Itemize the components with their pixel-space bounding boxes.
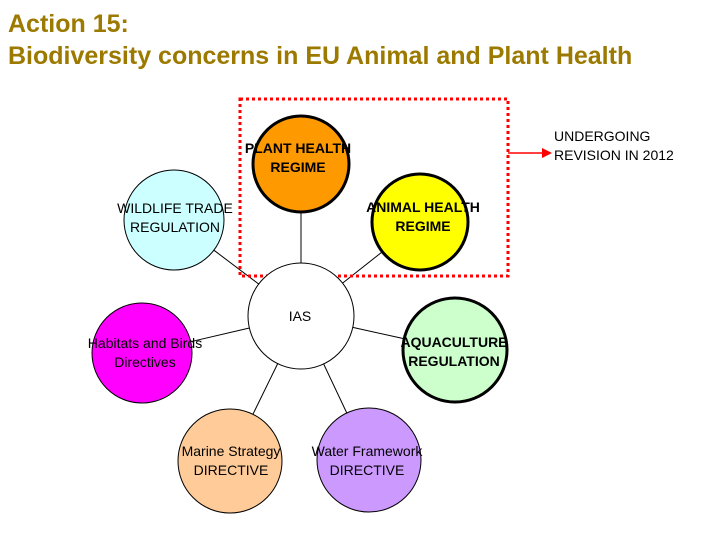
connector-habitats-birds: [190, 327, 250, 343]
node-circle-aquaculture: [401, 296, 509, 404]
node-circle-animal-health: [370, 172, 470, 272]
node-label-water-framework-1: Water Framework: [312, 443, 424, 459]
node-wildlife-trade: WILDLIFE TRADE REGULATION: [117, 169, 233, 271]
node-circle-habitats-birds: [91, 302, 193, 404]
title-line-1: Action 15:: [8, 10, 129, 38]
callout-arrow-head: [542, 148, 552, 158]
connector-aquaculture: [352, 326, 405, 340]
node-aquaculture: AQUACULTURE REGULATION: [400, 296, 509, 404]
node-label-plant-health-1: PLANT HEALTH: [245, 140, 351, 156]
node-circle-marine-strategy: [177, 408, 283, 514]
nodes: PLANT HEALTH REGIME ANIMAL HEALTH REGIME AQU…: [88, 114, 509, 514]
node-circle-wildlife-trade: [123, 169, 225, 271]
hub-circle: [247, 262, 355, 370]
node-circle-water-framework: [316, 407, 422, 513]
node-animal-health: ANIMAL HEALTH REGIME: [366, 172, 480, 272]
title-line-2: Biodiversity concerns in EU Animal and P…: [8, 42, 633, 70]
slide-title: Action 15: Biodiversity concerns in EU A…: [8, 8, 632, 72]
node-label-plant-health-2: REGIME: [270, 159, 325, 175]
node-label-aquaculture-1: AQUACULTURE: [400, 334, 507, 350]
node-label-wildlife-trade-2: REGULATION: [130, 219, 220, 235]
node-label-water-framework-2: DIRECTIVE: [330, 462, 405, 478]
node-label-marine-strategy-1: Marine Strategy: [182, 443, 281, 459]
connectors: [190, 212, 405, 415]
revision-dashed-box: [238, 97, 510, 278]
hub-node: IAS: [247, 262, 355, 370]
connector-wildlife-trade: [213, 249, 260, 285]
callout-line-1: UNDERGOING: [554, 128, 650, 144]
callout-line-2: REVISION IN 2012: [554, 147, 674, 163]
node-label-animal-health-1: ANIMAL HEALTH: [366, 199, 480, 215]
node-label-habitats-birds-1: Habitats and Birds: [88, 335, 202, 351]
connector-water-framework: [323, 363, 348, 414]
node-label-wildlife-trade-1: WILDLIFE TRADE: [117, 200, 233, 216]
callout: UNDERGOING REVISION IN 2012: [508, 128, 674, 163]
connector-animal-health: [342, 251, 383, 284]
node-label-marine-strategy-2: DIRECTIVE: [194, 462, 269, 478]
node-plant-health: PLANT HEALTH REGIME: [245, 114, 351, 214]
hub-label: IAS: [289, 308, 312, 324]
node-label-aquaculture-2: REGULATION: [408, 353, 500, 369]
node-label-habitats-birds-2: Directives: [114, 354, 175, 370]
node-circle-plant-health: [251, 114, 351, 214]
connector-marine-strategy: [252, 363, 279, 415]
node-label-animal-health-2: REGIME: [395, 218, 450, 234]
